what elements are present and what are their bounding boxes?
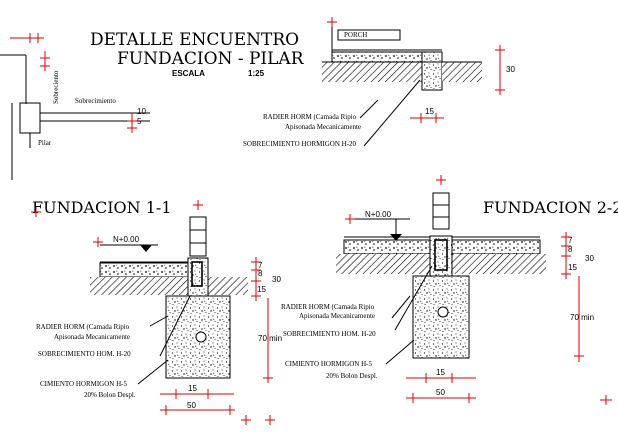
porch-note-radier-1: RADIER HORM (Camada Ripio: [263, 113, 357, 121]
dim-30: 30: [272, 275, 281, 284]
dim-tick: [600, 394, 612, 406]
pilar-block: [432, 204, 450, 218]
dim-tick: [264, 414, 276, 426]
section-2-note-cimiento-1: CIMIENTO HORMIGON H-5: [285, 360, 372, 368]
dim-15: 15: [568, 263, 577, 272]
dim-tick: [326, 16, 338, 28]
section-1-soil-right: [208, 277, 248, 295]
dim-tick: [39, 60, 51, 72]
pilar-block: [189, 229, 207, 244]
section-1-title: FUNDACION 1-1: [32, 198, 172, 217]
section-1-slab: [99, 262, 191, 278]
leader-line: [159, 295, 191, 357]
dim-15: 15: [425, 107, 434, 116]
section-2-note-radier-2: Apisonada Mecanicamente: [299, 312, 375, 320]
pilar-block: [432, 216, 450, 230]
porch-note-sobrecimiento: SOBRECIMIENTO HORMIGON H-20: [243, 140, 357, 148]
section-1-soil-left: [90, 277, 190, 295]
section-1-note-cimiento-1: CIMIENTO HORMIGON H-5: [40, 380, 127, 388]
section-2-title: FUNDACION 2-2: [483, 198, 618, 217]
title-line2: FUNDACION - PILAR: [117, 49, 305, 69]
dim-70: 70 min: [258, 334, 282, 343]
dim-tick: [407, 392, 419, 404]
leader-line: [385, 339, 415, 365]
dim-tick: [224, 404, 236, 416]
label-pilar: Pilar: [38, 139, 52, 147]
dim-tick: [32, 32, 44, 44]
dim-tick: [573, 350, 585, 362]
pilar-block: [189, 216, 207, 231]
dim-tick: [435, 174, 447, 186]
section-2-note-radier-1: RADIER HORM (Camada Ripio: [281, 303, 375, 311]
section-1-note-radier-1: RADIER HORM (Camada Ripio: [36, 323, 130, 331]
section-1-sobrecimiento: [187, 257, 209, 297]
porch-note-radier-2: Apisonada Mecanicamente: [285, 123, 361, 131]
dim-bottom-50: 50: [187, 401, 196, 410]
dim-tick: [494, 44, 506, 56]
section-1-1: FUNDACION 1-1 N+0.00 7 8 15 30 70 min: [32, 198, 282, 416]
leader-line: [394, 265, 433, 331]
dim-30: 30: [506, 65, 515, 74]
dim-tick: [344, 213, 356, 225]
scale-value: 1:25: [248, 69, 265, 78]
dim-7: 7: [568, 236, 573, 245]
dim-70: 70 min: [570, 313, 594, 322]
dim-8: 8: [568, 245, 573, 254]
section-2-note-cimiento-2: 20% Bolon Despl.: [326, 372, 378, 380]
dim-tick: [240, 414, 252, 426]
dim-10: 10: [137, 107, 146, 116]
dim-tick: [126, 122, 138, 134]
porch-sobrecimiento: [421, 51, 443, 91]
section-1-note-radier-2: Apisonada Mecanicamente: [54, 333, 130, 341]
dim-8: 8: [258, 269, 263, 278]
dim-tick: [160, 404, 172, 416]
pilar-block: [189, 242, 207, 257]
dim-tick: [463, 392, 475, 404]
bolon-stone: [437, 306, 449, 318]
dim-tick: [420, 372, 432, 384]
dim-7: 7: [258, 261, 263, 270]
dim-tick: [192, 199, 204, 211]
leader-line: [137, 359, 169, 385]
dim-15: 15: [257, 285, 266, 294]
leader-line: [363, 79, 421, 147]
dim-bottom-50: 50: [436, 388, 445, 397]
porch-soil-right: [442, 62, 482, 82]
dim-tick: [202, 388, 214, 400]
dim-bottom-15: 15: [188, 384, 197, 393]
dim-30: 30: [585, 254, 594, 263]
title-line1: DETALLE ENCUENTRO: [90, 30, 299, 50]
label-sobreciento: Sobreciento: [52, 70, 60, 104]
dim-tick: [446, 372, 458, 384]
leader-line: [391, 295, 411, 319]
porch-label: PORCH: [344, 31, 367, 39]
label-sobrecimiento: Sobrecimiento: [75, 97, 116, 105]
porch-level-box: [337, 29, 401, 41]
rebar-cage: [434, 239, 448, 271]
plan-detail: Sobreciento Sobrecimiento Pilar 10 5: [0, 32, 150, 180]
porch-soil: [322, 62, 442, 82]
leader-line: [149, 315, 169, 327]
leader-line: [359, 99, 379, 119]
section-1-level: N+0.00: [113, 235, 140, 244]
level-marker-icon: [140, 245, 152, 252]
section-1-note-cimiento-2: 20% Bolon Despl.: [84, 391, 136, 399]
porch-detail: PORCH 30 15 RADIER HORM (Camada Ripio Ap…: [243, 16, 515, 148]
pilar-plan: [19, 102, 41, 134]
dim-tick: [170, 388, 182, 400]
section-2-level: N+0.00: [365, 210, 392, 219]
dim-5: 5: [137, 117, 142, 126]
scale-label: ESCALA: [172, 69, 205, 78]
dim-bottom-15: 15: [436, 368, 445, 377]
rebar-cage: [191, 261, 203, 287]
bolon-stone: [195, 331, 207, 343]
section-1-note-sobrecimiento: SOBRECIMIENTO HOM. H-20: [38, 350, 131, 358]
dim-tick: [262, 372, 274, 384]
pilar-block: [432, 192, 450, 206]
dim-tick: [494, 84, 506, 96]
section-2-note-sobrecimiento: SOBRECIMIENTO HOM. H-20: [283, 330, 376, 338]
section-2-2: FUNDACION 2-2 N+0.00 7 8 15 30 70 min: [281, 174, 618, 406]
